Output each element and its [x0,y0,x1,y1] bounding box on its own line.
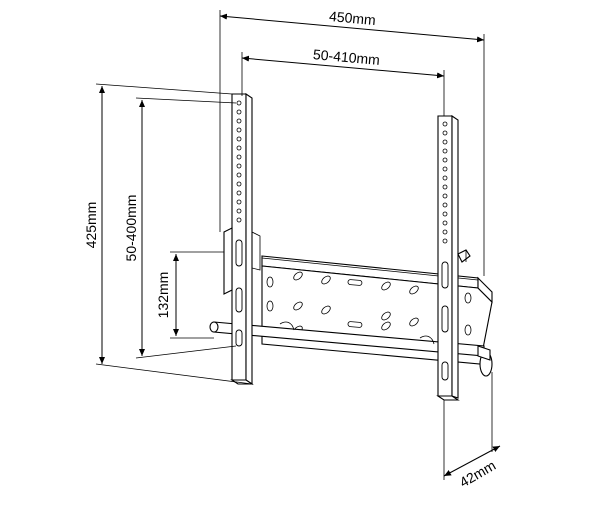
plate-holes [266,271,472,336]
dimension-vesa-horizontal: 50-410mm [241,46,445,116]
dimension-overall-width: 450mm [219,8,485,276]
overall-height-label: 425mm [83,202,99,249]
left-vertical-arm [223,92,261,386]
vesa-vertical-label: 50-400mm [123,195,139,262]
right-arm-holes [442,121,448,244]
plate-height-label: 132mm [155,272,171,319]
vesa-horizontal-label: 50-410mm [312,46,380,68]
dimension-plate-height: 132mm [155,251,224,339]
dimension-overall-height: 425mm [83,83,253,385]
dimension-vesa-vertical: 50-400mm [123,97,237,359]
overall-width-label: 450mm [328,8,376,28]
left-arm-holes [236,100,242,223]
depth-label: 42mm [457,457,499,490]
right-vertical-arm [436,114,493,401]
